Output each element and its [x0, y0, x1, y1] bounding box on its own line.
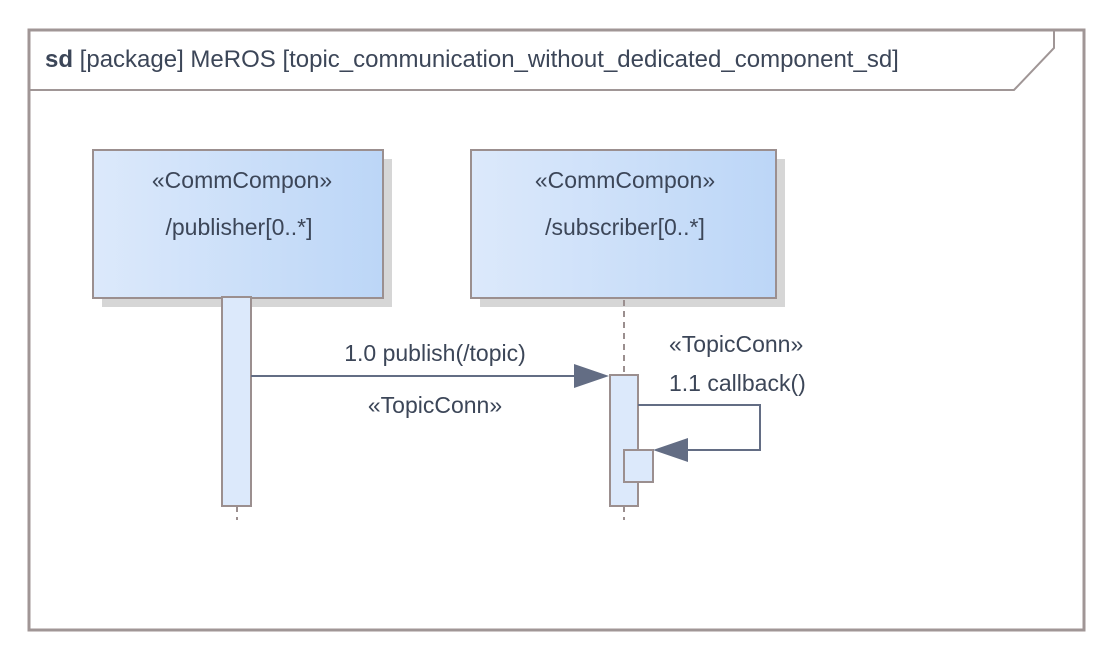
publisher-activation-bar[interactable] [221, 296, 252, 507]
lifeline-publisher-stereotype: «CommCompon» [152, 167, 332, 193]
lifeline-publisher[interactable]: «CommCompon» /publisher[0..*] [92, 149, 392, 520]
message-publish-label: 1.0 publish(/topic) [344, 340, 526, 366]
lifeline-subscriber[interactable]: «CommCompon» /subscriber[0..*] [470, 149, 785, 520]
message-publish-stereotype: «TopicConn» [368, 392, 502, 418]
lifeline-subscriber-name: /subscriber[0..*] [545, 214, 705, 240]
lifeline-publisher-name: /publisher[0..*] [165, 214, 312, 240]
frame-keyword: sd [45, 46, 73, 73]
frame-title-tab [29, 30, 1055, 91]
diagram-frame [27, 28, 1086, 632]
frame-title: sd [package] MeROS [topic_communication_… [45, 46, 899, 73]
message-callback-line [638, 404, 761, 451]
subscriber-nested-activation[interactable] [623, 449, 654, 483]
lifeline-publisher-head[interactable] [92, 149, 384, 299]
frame-title-rest: [package] MeROS [topic_communication_wit… [73, 46, 899, 73]
lifeline-subscriber-head[interactable] [470, 149, 777, 299]
message-callback-arrowhead [653, 438, 688, 462]
message-callback-stereotype: «TopicConn» [669, 331, 803, 357]
lifeline-subscriber-stereotype: «CommCompon» [535, 167, 715, 193]
subscriber-activation-bar[interactable] [609, 374, 639, 507]
message-callback[interactable]: «TopicConn» 1.1 callback() [638, 331, 806, 462]
message-publish[interactable]: 1.0 publish(/topic) «TopicConn» [251, 340, 609, 418]
message-publish-arrowhead [574, 364, 609, 388]
message-callback-label: 1.1 callback() [669, 370, 806, 396]
